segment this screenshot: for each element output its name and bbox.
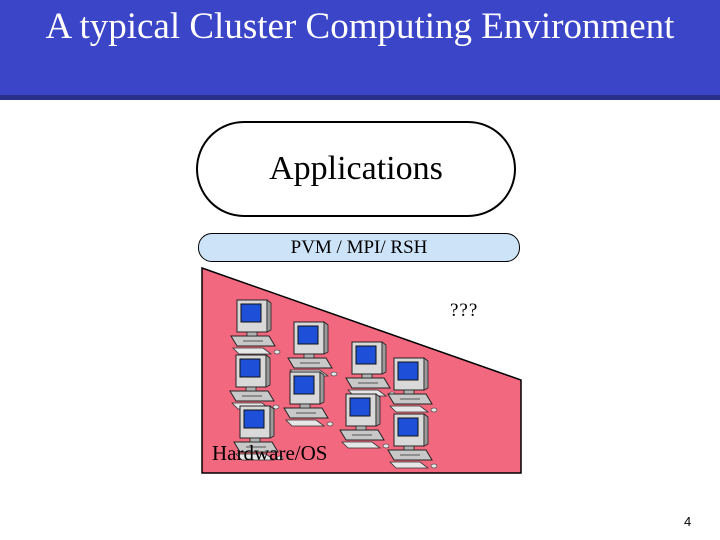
middleware-layer: PVM / MPI/ RSH [198,233,520,262]
page-number: 4 [684,514,692,529]
middleware-label: PVM / MPI/ RSH [290,237,428,258]
applications-label: Applications [269,150,443,187]
hardware-os-label: Hardware/OS [212,441,328,465]
title-bar: A typical Cluster Computing Environment [0,0,720,100]
unknown-layer-label: ??? [450,300,479,321]
slide-title: A typical Cluster Computing Environment [45,6,675,47]
applications-layer: Applications [196,121,516,217]
